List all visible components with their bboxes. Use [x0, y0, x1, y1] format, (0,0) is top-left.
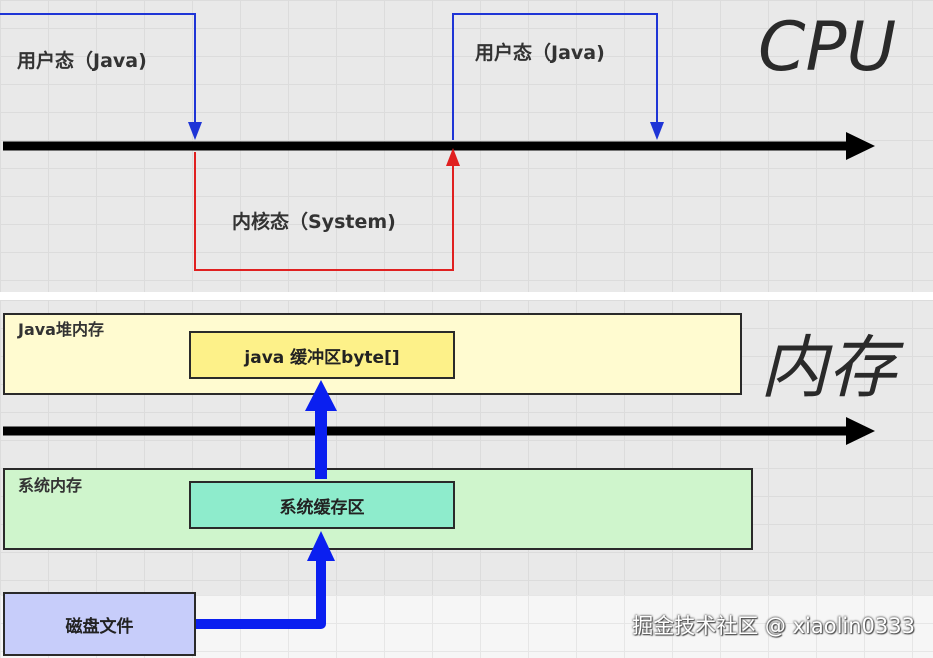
watermark: 掘金技术社区 @ xiaolin0333	[632, 614, 915, 638]
system-cache-label: 系统缓存区	[279, 497, 365, 518]
disk-file-label: 磁盘文件	[65, 616, 134, 637]
java-heap-label: Java堆内存	[18, 320, 104, 339]
java-buffer-label: java 缓冲区byte[]	[244, 347, 400, 368]
memory-title: 内存	[760, 329, 897, 408]
java-buffer-box: java 缓冲区byte[]	[189, 331, 455, 379]
user-mode-left-label: 用户态（Java)	[17, 50, 147, 72]
cpu-title: CPU	[758, 8, 897, 87]
system-cache-box: 系统缓存区	[189, 481, 455, 529]
memory-timeline-arrow	[3, 417, 875, 445]
disk-to-cache-arrow	[196, 531, 335, 629]
disk-file-box: 磁盘文件	[3, 592, 196, 656]
kernel-mode-line	[194, 148, 460, 271]
user-mode-right-label: 用户态（Java)	[475, 42, 605, 64]
cpu-timeline-arrow	[3, 132, 875, 160]
user-mode-right-line	[452, 13, 664, 140]
user-mode-left-line	[0, 13, 202, 140]
system-memory-label: 系统内存	[18, 476, 83, 495]
cache-to-buffer-arrow	[305, 380, 337, 479]
kernel-mode-label: 内核态（System)	[232, 211, 396, 233]
